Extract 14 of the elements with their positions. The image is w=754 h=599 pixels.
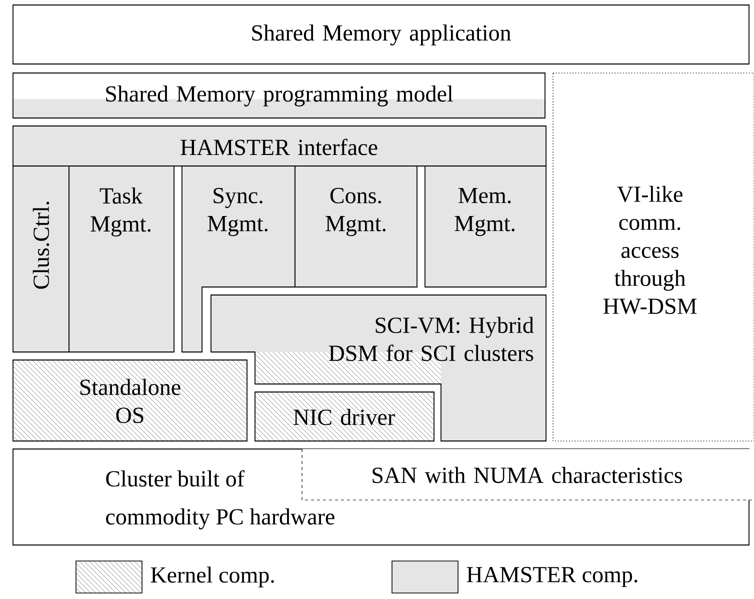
layer-box: Sync. Mgmt. <box>182 166 296 352</box>
layer-box: Standalone OS <box>12 360 248 442</box>
node-label: SAN with NUMA characteristics <box>372 466 682 484</box>
legend-label: Kernel comp. <box>150 566 274 588</box>
layer-box: SAN with NUMA characteristics <box>302 448 754 500</box>
layer-box: Shared Memory application <box>12 4 750 64</box>
layer-box: Cons. Mgmt. <box>294 166 418 288</box>
layer-box: Shared Memory programming model <box>12 72 546 118</box>
layer-box: NIC driver <box>254 392 434 442</box>
layer-box: Mem. Mgmt. <box>424 166 546 288</box>
layer-box: Task Mgmt. <box>68 166 174 352</box>
layer-box: VI-like comm. access through HW-DSM <box>552 72 754 442</box>
legend-label: HAMSTER comp. <box>466 566 638 588</box>
layer-box: Clus.Ctrl. <box>12 166 70 352</box>
